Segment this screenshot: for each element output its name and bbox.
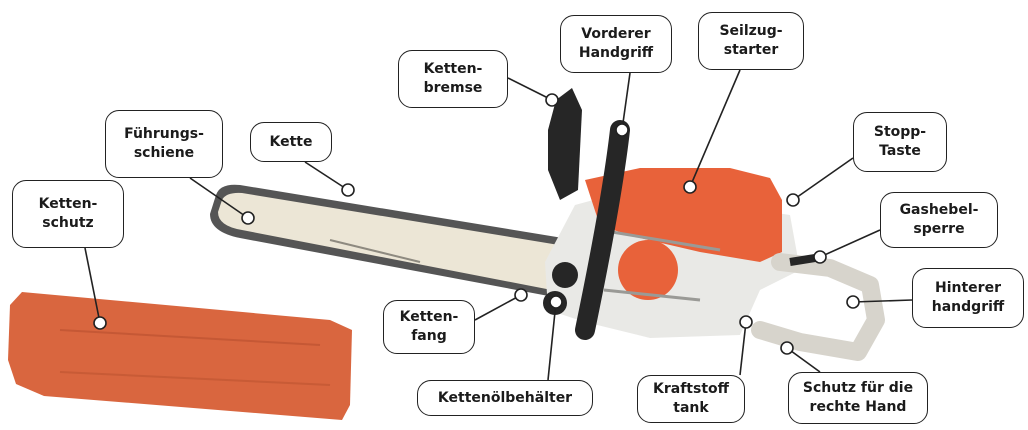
leader-line-gashebelsperre [820, 230, 880, 257]
label-kettenfang: Ketten-fang [383, 300, 475, 354]
leader-line-kettenbremse [508, 78, 552, 100]
label-line: Kettenölbehälter [438, 389, 572, 408]
label-kettenoelbehaelter: Kettenölbehälter [417, 380, 593, 416]
anchor-dot-gashebelsperre [814, 251, 826, 263]
label-line: Taste [874, 142, 926, 161]
label-kettenbremse: Ketten-bremse [398, 50, 508, 108]
label-line: Ketten- [39, 195, 98, 214]
anchor-dot-kettenfang [515, 289, 527, 301]
label-line: Ketten- [400, 308, 459, 327]
label-line: bremse [424, 79, 483, 98]
label-stopptaste: Stopp-Taste [853, 112, 947, 172]
anchor-dot-kraftstofftank [740, 316, 752, 328]
label-kettenschutz: Ketten-schutz [12, 180, 124, 248]
label-line: Seilzug- [719, 22, 782, 41]
label-line: Kette [270, 133, 313, 152]
label-line: schutz [39, 214, 98, 233]
anchor-dot-seilzugstarter [684, 181, 696, 193]
label-line: Gashebel- [900, 201, 979, 220]
anchor-dot-hinterer-handgriff [847, 296, 859, 308]
label-line: Stopp- [874, 123, 926, 142]
chain-sheath [8, 292, 352, 420]
label-line: schiene [124, 144, 204, 163]
label-line: Vorderer [579, 25, 653, 44]
label-line: Kraftstoff [653, 380, 729, 399]
leader-line-vorderer-handgriff [622, 73, 630, 130]
leader-line-stopptaste [793, 158, 853, 200]
label-line: Ketten- [424, 60, 483, 79]
label-line: Handgriff [579, 44, 653, 63]
label-seilzugstarter: Seilzug-starter [698, 12, 804, 70]
label-line: rechte Hand [803, 398, 913, 417]
label-line: tank [653, 399, 729, 418]
label-line: sperre [900, 220, 979, 239]
label-line: Hinterer [932, 279, 1004, 298]
anchor-dot-kettenschutz [94, 317, 106, 329]
label-fuehrungsschiene: Führungs-schiene [105, 110, 223, 178]
label-kette: Kette [250, 122, 332, 162]
label-line: fang [400, 327, 459, 346]
label-gashebelsperre: Gashebel-sperre [880, 192, 998, 248]
anchor-dot-kettenoelbehaelter [550, 296, 562, 308]
label-line: starter [719, 41, 782, 60]
anchor-dot-kette [342, 184, 354, 196]
anchor-dot-kettenbremse [546, 94, 558, 106]
anchor-dot-stopptaste [787, 194, 799, 206]
leader-line-kettenfang [475, 295, 521, 320]
anchor-dot-handschutz-rechts [781, 342, 793, 354]
label-line: handgriff [932, 298, 1004, 317]
label-line: Führungs- [124, 125, 204, 144]
leader-line-kette [305, 162, 348, 190]
label-line: Schutz für die [803, 379, 913, 398]
anchor-dot-fuehrungsschiene [242, 212, 254, 224]
anchor-dot-vorderer-handgriff [616, 124, 628, 136]
leader-line-hinterer-handgriff [853, 300, 912, 302]
guide-bar [210, 185, 575, 300]
